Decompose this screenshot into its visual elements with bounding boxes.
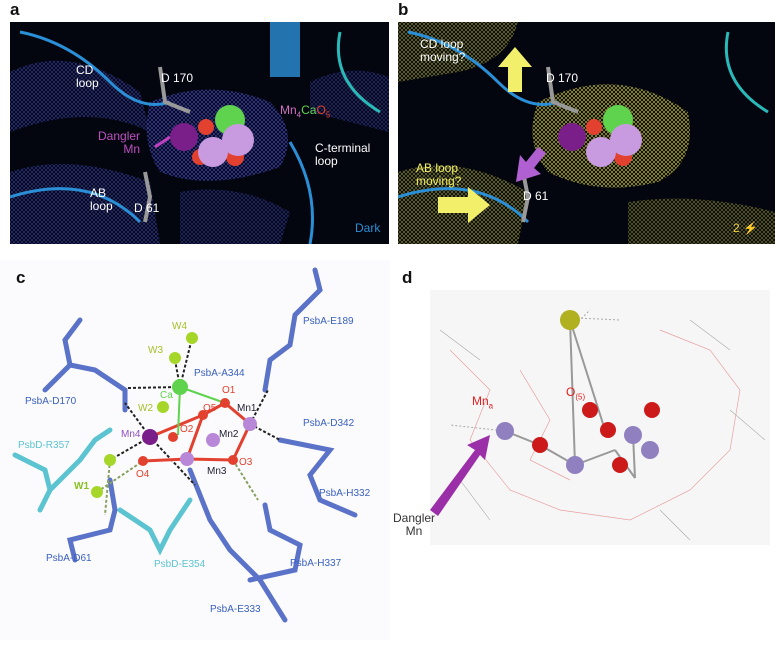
- panel-c-structure: [12, 267, 358, 623]
- panel-a: CD loop D 170 Mn4CaO5 Dangler Mn C-termi…: [10, 22, 389, 244]
- o4-label: O4: [136, 469, 150, 480]
- dangler-mn-label: Dangler Mn: [98, 129, 141, 156]
- o5-d-label: O(5): [566, 386, 585, 403]
- ca-label: Ca: [160, 390, 173, 401]
- ab-loop-label: AB loop: [90, 186, 113, 213]
- ab-loop-moving-label: AB loop moving?: [416, 161, 462, 188]
- panel-c: W4 W3 W2 W1 Ca O1 O5 O2 O3 O4 Mn1 Mn2 Mn…: [0, 260, 390, 640]
- flash-number: 2: [733, 221, 740, 235]
- w2-label: W2: [138, 403, 153, 414]
- mn4-label: Mn4: [121, 429, 141, 440]
- flash-icon: ⚡: [743, 221, 758, 235]
- d61-label: D 61: [134, 201, 160, 215]
- panel-a-label: a: [10, 0, 20, 19]
- h332-label: PsbA-H332: [319, 488, 371, 499]
- dangler-arrow-icon: [430, 435, 490, 516]
- panel-d-structure: [430, 309, 766, 541]
- panel-d-label: d: [402, 268, 413, 287]
- o5-d-sub: (5): [575, 392, 586, 402]
- mn3-label: Mn3: [207, 466, 227, 477]
- c-terminal-loop-label: C-terminal loop: [315, 141, 371, 168]
- panel-a-structure: [10, 22, 389, 244]
- mn4cao5-label: Mn4CaO5: [280, 104, 330, 121]
- dangler-mn-label-d: Dangler Mn: [393, 511, 436, 538]
- ca-text: Ca: [301, 103, 317, 117]
- panel-b-structure: [398, 22, 775, 244]
- mn-sub: 4: [296, 110, 302, 120]
- right-arrow-icon: [438, 187, 490, 223]
- e189-label: PsbA-E189: [303, 316, 354, 327]
- o-text: O: [316, 103, 326, 117]
- mn-text: Mn: [280, 103, 297, 117]
- mna-sub: a: [488, 401, 494, 411]
- o2-label: O2: [180, 424, 194, 435]
- mna-text: Mn: [472, 394, 489, 408]
- panel-b-label: b: [398, 0, 409, 19]
- up-arrow-icon: [498, 47, 532, 92]
- d61-label-b: D 61: [523, 189, 549, 203]
- mna-label: Mna: [472, 395, 493, 412]
- cd-loop-moving-label: CD loop moving?: [420, 37, 466, 64]
- a344-label: PsbA-A344: [194, 368, 245, 379]
- panel-d: Mna O(5): [430, 290, 770, 545]
- o5-label: O5: [203, 403, 217, 414]
- flash-count-label: 2 ⚡: [733, 222, 758, 235]
- dark-state-label: Dark: [355, 221, 381, 235]
- d61-res-label: PsbA-D61: [46, 553, 92, 564]
- d342-label: PsbA-D342: [303, 418, 355, 429]
- cd-loop-label: CD loop: [76, 63, 99, 90]
- d170-res-label: PsbA-D170: [25, 396, 77, 407]
- o3-label: O3: [239, 457, 253, 468]
- w1-label: W1: [74, 481, 89, 492]
- e333-label: PsbA-E333: [210, 604, 261, 615]
- e354-label: PsbD-E354: [154, 559, 206, 570]
- h337-label: PsbA-H337: [290, 558, 342, 569]
- o-sub: 5: [325, 110, 331, 120]
- mn1-label: Mn1: [237, 403, 257, 414]
- w3-label: W3: [148, 345, 163, 356]
- mn2-label: Mn2: [219, 429, 239, 440]
- r357-label: PsbD-R357: [18, 440, 70, 451]
- panel-b: CD loop moving? D 170 AB loop moving? D …: [398, 22, 775, 244]
- o5-d-text: O: [566, 385, 576, 399]
- panel-c-label: c: [16, 268, 26, 287]
- d170-label-b: D 170: [546, 71, 579, 85]
- w4-label: W4: [172, 321, 187, 332]
- d170-label: D 170: [161, 71, 194, 85]
- diagonal-arrow-icon: [516, 147, 546, 182]
- o1-label: O1: [222, 385, 236, 396]
